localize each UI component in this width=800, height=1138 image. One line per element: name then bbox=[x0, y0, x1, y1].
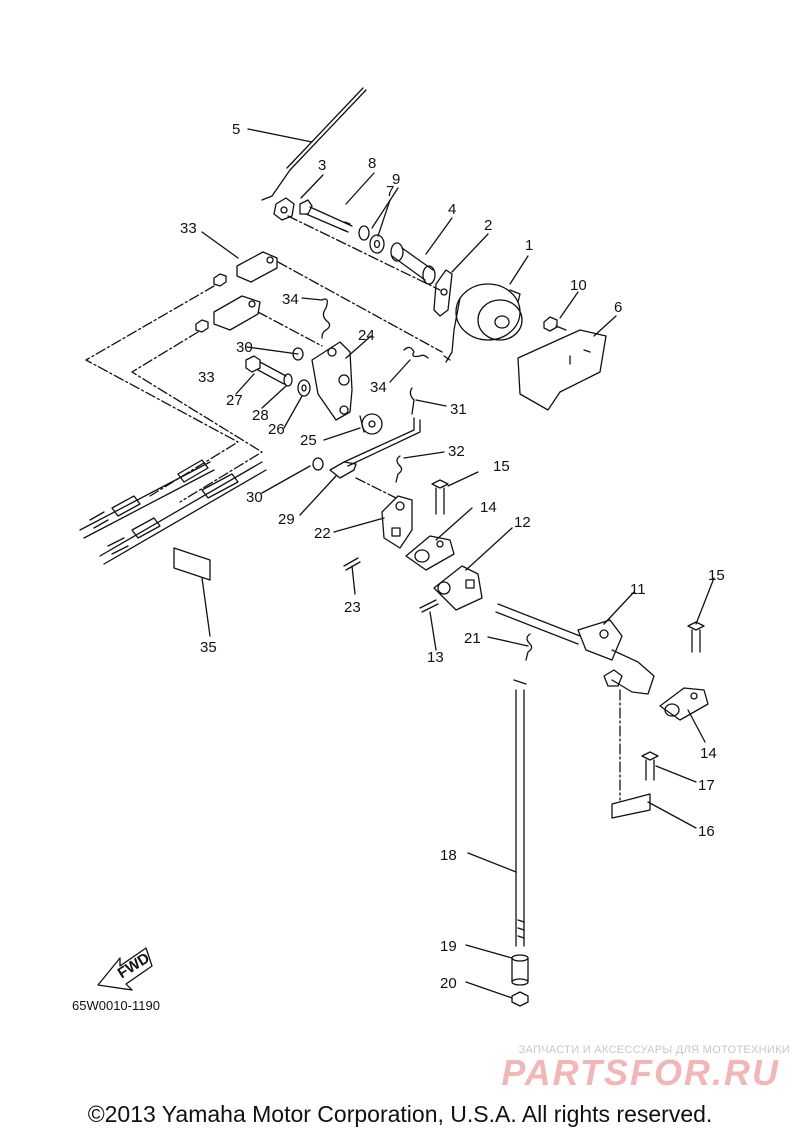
fwd-label: FWD bbox=[115, 949, 153, 982]
part-label: 13 bbox=[427, 649, 444, 666]
link-rod bbox=[347, 419, 421, 467]
plate-16 bbox=[611, 793, 651, 819]
collar-19 bbox=[511, 954, 529, 986]
link-end-29 bbox=[329, 461, 357, 479]
part-label: 30 bbox=[246, 489, 263, 506]
clamp-14-upper bbox=[405, 535, 455, 571]
part-label: 30 bbox=[236, 339, 253, 356]
part-label: 26 bbox=[268, 421, 285, 438]
rod-5 bbox=[261, 87, 367, 201]
clip-34-upper bbox=[321, 298, 331, 339]
nut-20 bbox=[511, 991, 529, 1007]
part-label: 31 bbox=[450, 401, 467, 418]
nut-upper bbox=[213, 273, 227, 287]
part-label: 19 bbox=[440, 938, 457, 955]
nut-lower bbox=[195, 319, 209, 333]
collar-4 bbox=[390, 242, 436, 285]
part-label: 17 bbox=[698, 777, 715, 794]
washer-30-lower bbox=[312, 457, 324, 471]
part-label: 23 bbox=[344, 599, 361, 616]
bolt-17 bbox=[641, 751, 659, 781]
washer-30-upper bbox=[292, 347, 304, 361]
part-label: 14 bbox=[480, 499, 497, 516]
washer-26 bbox=[297, 379, 311, 397]
clip-21 bbox=[525, 633, 533, 661]
part-label: 3 bbox=[318, 157, 326, 174]
watermark-tagline: ЗАПЧАСТИ И АКСЕССУАРЫ ДЛЯ МОТОТЕХНИКИ bbox=[518, 1044, 790, 1056]
shift-shaft-11 bbox=[495, 603, 655, 695]
part-label: 12 bbox=[514, 514, 531, 531]
part-label: 10 bbox=[570, 277, 587, 294]
clamp-14-lower bbox=[659, 687, 709, 721]
arm-22 bbox=[381, 495, 413, 549]
pin-23 bbox=[343, 557, 361, 571]
part-label: 1 bbox=[525, 237, 533, 254]
part-label: 33 bbox=[180, 220, 197, 237]
washer-28 bbox=[283, 373, 293, 387]
cam-assembly-1 bbox=[443, 283, 523, 363]
part-label: 29 bbox=[278, 511, 295, 528]
copyright-notice: ©2013 Yamaha Motor Corporation, U.S.A. A… bbox=[87, 1101, 713, 1127]
fwd-arrow-icon bbox=[97, 947, 153, 991]
link-plate-2 bbox=[433, 269, 453, 317]
part-label: 2 bbox=[484, 217, 492, 234]
part-label: 24 bbox=[358, 327, 375, 344]
part-label: 16 bbox=[698, 823, 715, 840]
throttle-cables bbox=[79, 459, 267, 565]
clevis-33-lower bbox=[213, 295, 261, 331]
part-label: 15 bbox=[493, 458, 510, 475]
part-label: 18 bbox=[440, 847, 457, 864]
washer-7 bbox=[369, 234, 385, 254]
bolt-27 bbox=[245, 355, 287, 385]
part-labels: 1 2 3 4 5 6 7 8 9 10 11 12 13 14 14 15 1… bbox=[72, 121, 725, 1013]
part-label: 14 bbox=[700, 745, 717, 762]
part-label: 34 bbox=[370, 379, 387, 396]
watermark-brand: PARTSFOR.RU bbox=[501, 1052, 780, 1093]
bolt-8 bbox=[299, 199, 353, 233]
shift-arm-12 bbox=[433, 565, 483, 611]
pin-31 bbox=[409, 387, 415, 415]
part-label: 4 bbox=[448, 201, 456, 218]
part-label: 22 bbox=[314, 525, 331, 542]
shift-rod-18 bbox=[513, 679, 527, 947]
bracket-6 bbox=[517, 329, 607, 411]
part-label: 21 bbox=[464, 630, 481, 647]
clevis-33-upper bbox=[236, 251, 278, 283]
part-label: 5 bbox=[232, 121, 240, 138]
drawing-code: 65W0010-1190 bbox=[72, 998, 160, 1013]
part-label: 15 bbox=[708, 567, 725, 584]
part-label: 7 bbox=[386, 183, 394, 200]
part-label: 35 bbox=[200, 639, 217, 656]
clip-34-lower bbox=[403, 346, 429, 359]
part-label: 9 bbox=[392, 171, 400, 188]
pin-13 bbox=[419, 599, 439, 613]
lever-24 bbox=[311, 341, 353, 421]
bolt-15-upper bbox=[431, 479, 449, 515]
washer-9 bbox=[358, 225, 370, 241]
label-plate-35 bbox=[173, 547, 211, 581]
part-label: 32 bbox=[448, 443, 465, 460]
leader-lines bbox=[201, 128, 715, 999]
part-label: 27 bbox=[226, 392, 243, 409]
part-label: 11 bbox=[630, 581, 646, 598]
part-label: 33 bbox=[198, 369, 215, 386]
joint-3 bbox=[273, 197, 295, 221]
part-label: 28 bbox=[252, 407, 269, 424]
part-label: 34 bbox=[282, 291, 299, 308]
part-label: 20 bbox=[440, 975, 457, 992]
spacer-25 bbox=[359, 413, 383, 435]
part-label: 8 bbox=[368, 155, 376, 172]
clip-32 bbox=[395, 455, 403, 483]
bolt-10 bbox=[543, 316, 567, 332]
bolt-15-lower bbox=[687, 621, 705, 653]
part-label: 25 bbox=[300, 432, 317, 449]
part-label: 6 bbox=[614, 299, 622, 316]
